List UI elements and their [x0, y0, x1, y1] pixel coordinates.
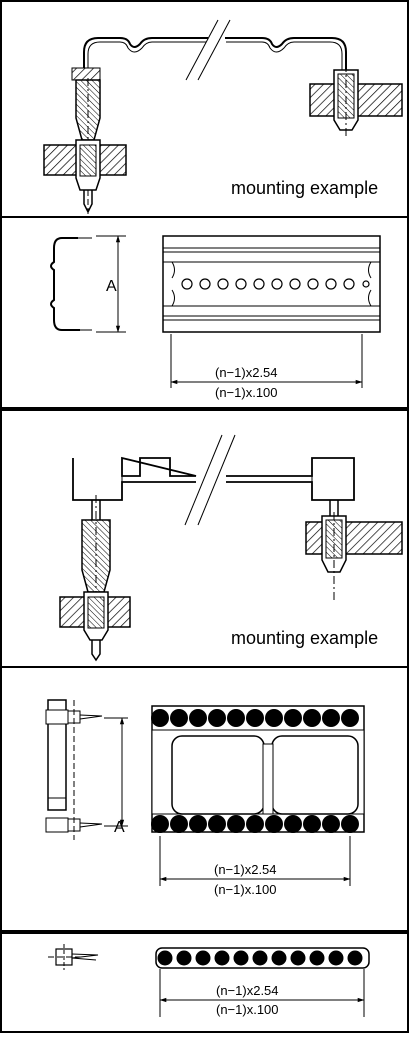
break-line — [184, 434, 223, 526]
strip-hole-row — [181, 278, 370, 290]
contact-row — [157, 950, 363, 966]
panel-2-strip-dimensions: A (n−1)x2.54 (n−1)x.100 — [50, 235, 381, 400]
contact-clip-profile — [83, 37, 347, 90]
dimension-a-label: A — [106, 278, 117, 295]
break-line — [197, 434, 236, 526]
panel-1-mounting-example: mounting example — [43, 19, 403, 215]
strip-side-profile — [50, 237, 80, 331]
pitch-metric-label: (n−1)x2.54 — [215, 365, 278, 380]
break-line — [197, 19, 231, 81]
contact-row-bottom — [151, 815, 359, 833]
mounting-example-label: mounting example — [231, 178, 378, 198]
pitch-metric-label: (n−1)x2.54 — [214, 862, 277, 877]
panel-3-mounting-example: mounting example — [59, 434, 403, 662]
pcb-section-right — [305, 521, 403, 555]
panel-4-carrier-dimensions: A (n−1)x2.54 (n−1)x.100 — [45, 699, 365, 897]
contact-row-top — [151, 709, 359, 727]
pitch-inch-label: (n−1)x.100 — [214, 882, 277, 897]
mounting-example-label: mounting example — [231, 628, 378, 648]
pitch-inch-label: (n−1)x.100 — [215, 385, 278, 400]
dimension-a-label: A — [114, 819, 125, 836]
panel-5-strip-dimensions: (n−1)x2.54 (n−1)x.100 — [48, 944, 370, 1017]
pitch-metric-label: (n−1)x2.54 — [216, 983, 279, 998]
pitch-inch-label: (n−1)x.100 — [216, 1002, 279, 1017]
break-line — [185, 19, 219, 81]
